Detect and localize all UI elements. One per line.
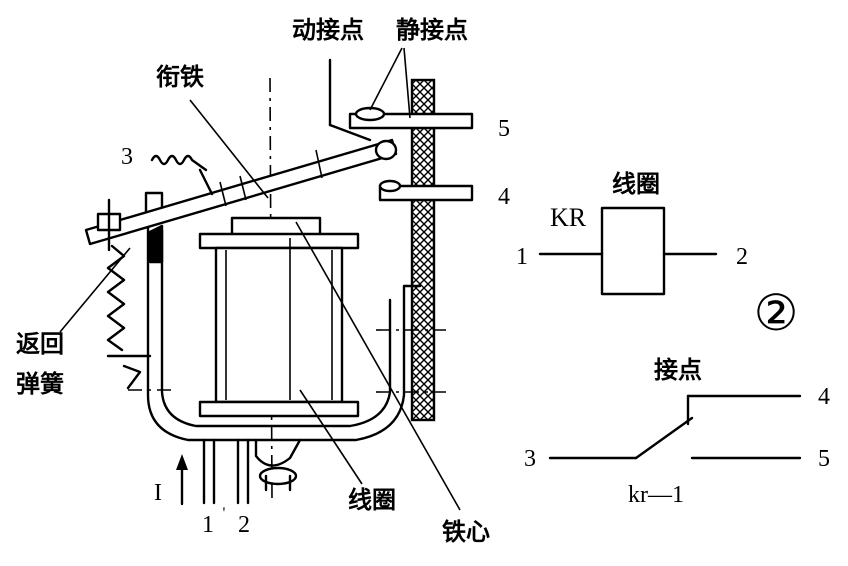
label-iron-core: 铁心 [442, 518, 490, 546]
coil-winding [214, 246, 344, 404]
label-return-spring-1: 返回 [16, 330, 64, 358]
iron-core-leader [295, 221, 461, 511]
static-contact-leader-1 [369, 47, 403, 111]
contact-symbol-pin-4: 4 [818, 384, 830, 410]
label-terminal-2: 2 [238, 512, 250, 538]
mount-screw-body [264, 474, 292, 492]
label-current: I [154, 480, 162, 506]
label-terminal-5: 5 [498, 116, 510, 142]
label-armature: 衔铁 [156, 63, 204, 91]
armature-hook [198, 168, 214, 196]
coil-symbol-box [600, 206, 666, 296]
coil-symbol-pin-1: 1 [516, 244, 528, 270]
label-terminal-1prime: 1 [202, 512, 214, 538]
label-terminal-4: 4 [498, 184, 510, 210]
static-contact-leader-2 [403, 47, 411, 119]
moving-contact-roller [374, 139, 398, 161]
contact-symbol-pin-5: 5 [818, 446, 830, 472]
label-terminal-3: 3 [121, 144, 133, 170]
armature-tip-link [328, 123, 372, 142]
contact-symbol-switch-blade [634, 416, 694, 460]
small-spring-3 [150, 154, 208, 172]
return-spring-leader [59, 247, 131, 333]
coil-symbol-name: KR [550, 203, 587, 232]
armature-tick-2 [239, 175, 247, 201]
label-return-spring-2: 弹簧 [16, 370, 64, 398]
mount-screw-head [258, 466, 298, 486]
return-spring-anchor [122, 364, 142, 390]
mount-screw-top [254, 438, 302, 467]
coil-symbol-pin-2: 2 [736, 244, 748, 270]
pivot-block [148, 224, 164, 264]
armature-tick-3 [219, 181, 227, 207]
static-contact-point [354, 106, 386, 122]
armature-leader [189, 99, 269, 199]
current-arrow-head [176, 454, 188, 470]
label-coil: 线圈 [348, 486, 396, 514]
label-static-contact: 静接点 [396, 16, 468, 44]
contact-symbol-name: kr—1 [628, 482, 684, 508]
coil-symbol-label: 线圈 [612, 170, 660, 198]
coil-leader [299, 389, 363, 485]
coil-bottom-flange [198, 400, 360, 418]
contact-blade-lower [378, 184, 474, 202]
armature-tick-1 [315, 149, 323, 179]
contact-symbol-pin-3: 3 [524, 446, 536, 472]
yoke-frame-outer [146, 194, 422, 442]
insulating-post [410, 78, 436, 422]
contact-symbol-label: 接点 [654, 356, 702, 384]
figure-number: ② [754, 285, 799, 341]
label-terminal-1prime-mark: ' [223, 505, 226, 522]
return-spring [106, 244, 126, 352]
lower-contact-point [378, 179, 402, 193]
coil-top-flange [198, 232, 360, 250]
yoke-frame-inner [160, 228, 392, 428]
label-moving-contact: 动接点 [292, 16, 364, 44]
